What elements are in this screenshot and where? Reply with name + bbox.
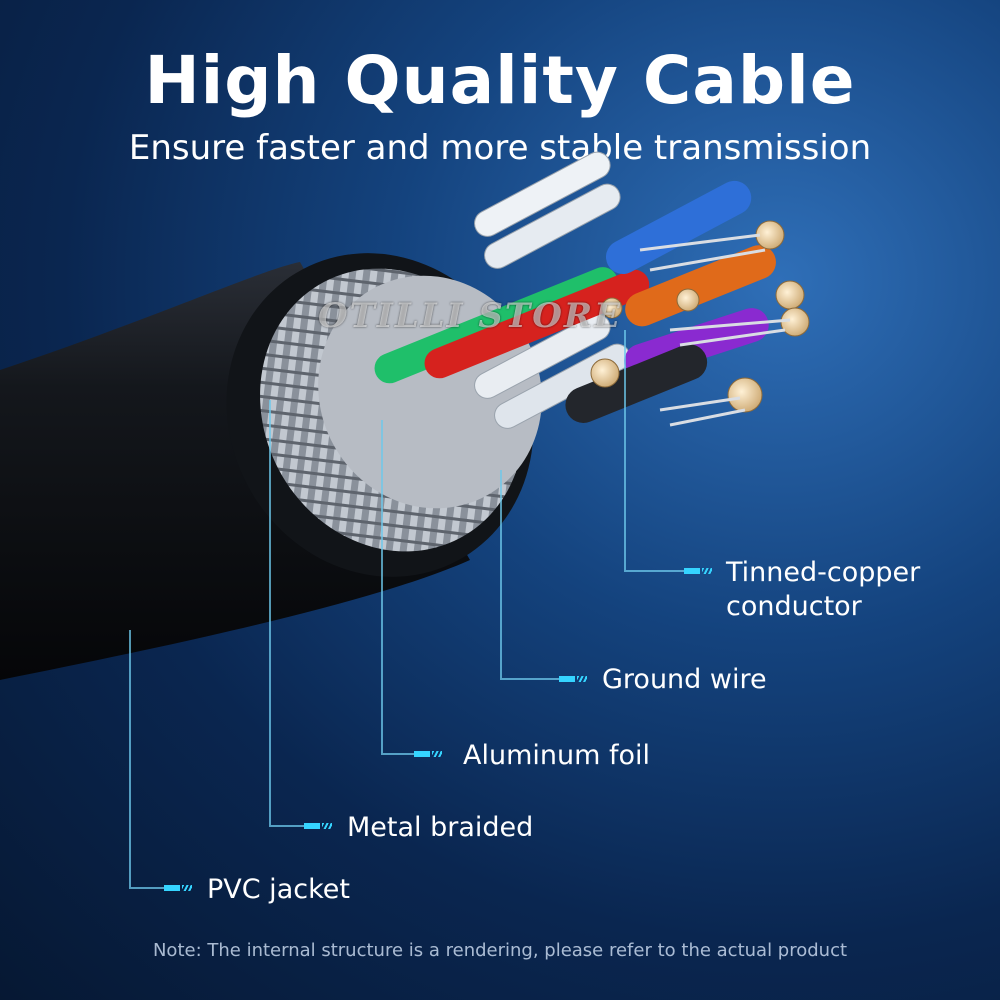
disclaimer-note: Note: The internal structure is a render… — [152, 940, 848, 961]
watermark-text: OTILLI STORE — [318, 296, 623, 336]
label-ground-wire: Ground wire — [602, 664, 767, 695]
callout-line-ground — [500, 470, 559, 680]
label-pvc-jacket: PVC jacket — [207, 874, 350, 905]
marker-icon — [414, 751, 442, 757]
label-aluminum-foil: Aluminum foil — [463, 740, 651, 771]
label-conductor-line1: Tinned-copper — [726, 557, 921, 588]
callout-line-braid — [269, 400, 304, 827]
marker-icon — [684, 568, 712, 574]
callout-line-conductor — [624, 330, 684, 572]
subheadline: Ensure faster and more stable transmissi… — [128, 128, 872, 168]
marker-icon — [164, 885, 192, 891]
callout-line-jacket — [129, 630, 164, 889]
label-conductor-line2: conductor — [726, 591, 862, 622]
callout-line-foil — [381, 420, 414, 755]
headline: High Quality Cable — [144, 42, 856, 119]
label-tinned-copper-conductor: Tinned-copper conductor — [726, 556, 920, 624]
label-metal-braided: Metal braided — [347, 812, 534, 843]
marker-icon — [559, 676, 587, 682]
marker-icon — [304, 823, 332, 829]
